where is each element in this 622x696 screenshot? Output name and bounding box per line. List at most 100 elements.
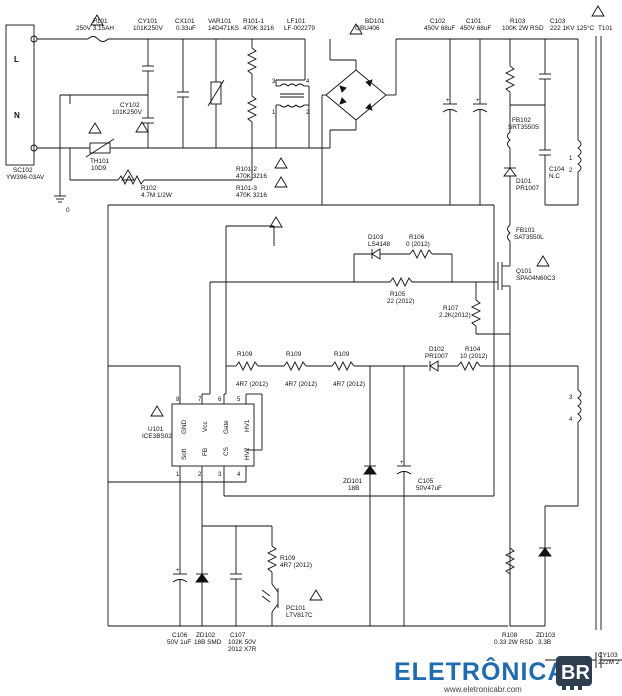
th101-warning-icon (88, 122, 102, 134)
transformer-t101: T101 1 2 3 4 (545, 25, 613, 630)
u101-pin-soft: Soft (181, 448, 188, 460)
r101-2-warning-icon (274, 157, 288, 169)
capacitor-c106: + C106 50V 1uF (167, 566, 191, 646)
d103-value: LS4148 (368, 241, 390, 248)
zd102-value: 18B SMD (194, 639, 222, 646)
bead-fb101: FB101 SAT3550L (507, 205, 544, 262)
watermark-url: www.eletronicabr.com (443, 685, 522, 694)
c105-ref: C105 (418, 478, 434, 485)
r109-c-ref: R109 (334, 351, 350, 358)
r101-3-ref: R101-3 (236, 185, 257, 192)
gate-warning-icon (269, 216, 283, 228)
u101-pin-gnd: GND (181, 419, 188, 434)
connector-body (5, 24, 35, 166)
u101-pin-3: 3 (218, 472, 222, 478)
c107-ref: C107 (230, 632, 246, 639)
lf101-pin-3: 3 (272, 79, 276, 85)
r104-value: 10 (2012) (460, 353, 487, 360)
u101-ref: U101 (148, 426, 164, 433)
r108-ref: R108 (502, 632, 518, 639)
watermark-badge (556, 656, 592, 686)
zener-zd101: ZD101 18B (343, 366, 377, 626)
d103-ref: D103 (368, 234, 384, 241)
resistor-r109-d: R109 4R7 (2012) (266, 545, 312, 584)
diode-d102: D102 PR1007 (425, 346, 458, 372)
svg-text:+: + (176, 568, 180, 574)
c106-value: 50V 1uF (167, 639, 191, 646)
r108-value: 0.33 2W RSD (494, 639, 533, 646)
sc102-value: YW396-03AV (6, 174, 45, 181)
bridge-bd101: BD101 GBU406 (321, 18, 397, 205)
connector-label-n: N (14, 111, 20, 120)
dc-bus (107, 38, 578, 627)
cy103-value: 222M 2 (598, 659, 620, 666)
c102-ref: C102 (430, 18, 446, 25)
t101-ref: T101 (598, 25, 613, 32)
pc101-value: LTV817C (286, 612, 313, 619)
thermistor-th101: TH101 10D9 (85, 122, 115, 172)
r109-d-ref: R109 (280, 555, 296, 562)
capacitor-c105: + C105 50V47uF (396, 366, 442, 626)
cy102-ref: CY102 (120, 102, 140, 109)
r107-value: 2.2K(2012) (439, 312, 471, 319)
u101-pin-hv1: HV1 (244, 419, 251, 432)
r106-value: 0 (2012) (406, 241, 430, 248)
r101-3-warning-icon (274, 176, 288, 188)
t101-pin-3: 3 (569, 395, 573, 401)
c106-ref: C106 (172, 632, 188, 639)
th101-ref: TH101 (90, 158, 110, 165)
connector-sc102: L N SC102 YW396-03AV (5, 24, 45, 181)
c103-warning-icon (591, 5, 605, 17)
bd101-warning-icon (349, 23, 363, 35)
cx101-value: 0.33uF (176, 25, 196, 32)
ic-u101: U101 ICE3BS02 8 7 6 5 1 2 3 4 GND Vcc Ga… (108, 205, 495, 566)
resistor-r108: R108 0.33 2W RSD (494, 547, 533, 646)
r109-b-value: 4R7 (2012) (285, 381, 317, 388)
u101-pin-2: 2 (198, 472, 202, 478)
sc102-ref: SC102 (13, 167, 33, 174)
neutral-rail (37, 94, 356, 196)
d102-ref: D102 (429, 346, 445, 353)
capacitor-cy102: CY102 101K250V (112, 102, 154, 148)
zd103-ref: ZD103 (536, 632, 556, 639)
c107-dielectric: 2012 X7R (228, 646, 257, 653)
u101-pin-7: 7 (198, 397, 202, 403)
lf101-value: LF-002279 (284, 25, 315, 32)
r105-value: 22 (2012) (387, 298, 414, 305)
u101-pin-5: 5 (237, 397, 241, 403)
d101-value: PR1007 (516, 185, 540, 192)
r104-ref: R104 (465, 346, 481, 353)
u101-pin-4: 4 (237, 472, 241, 478)
choke-lf101: LF101 LF-002279 3 4 1 2 (272, 18, 315, 148)
c101-value: 450V 68uF (460, 25, 491, 32)
f101-value: 250V 3.15AH (76, 25, 114, 32)
u101-pin-6: 6 (218, 397, 222, 403)
lf101-ref: LF101 (287, 18, 306, 25)
c104-ref: C104 (549, 166, 565, 173)
q101-value: SPA04N60C3 (516, 275, 556, 282)
lf101-pin-2: 2 (306, 110, 310, 116)
cy102-value: 101K250V (112, 109, 143, 116)
lf101-pin-4: 4 (306, 79, 310, 85)
ground-label: 0 (66, 207, 70, 214)
cy103-ref: CY103 (598, 652, 618, 659)
t101-pin-2: 2 (569, 168, 573, 174)
d102-value: PR1007 (425, 353, 449, 360)
u101-pin-8: 8 (176, 397, 180, 403)
r102-value: 4.7M 1/2W (141, 192, 173, 199)
r109-c-value: 4R7 (2012) (333, 381, 365, 388)
gate-drive-network: D103 LS4148 R106 0 (2012) R105 22 (2012)… (209, 234, 510, 394)
c107-value: 102K 50V (228, 639, 257, 646)
f101-ref: F101 (93, 18, 108, 25)
lf101-pin-1: 1 (272, 110, 276, 116)
svg-text:+: + (476, 98, 480, 104)
varistor-var101: VAR101 14D471KS (207, 18, 239, 148)
cy101-ref: CY101 (138, 18, 158, 25)
u101-pin-1: 1 (176, 472, 180, 478)
bd101-ref: BD101 (365, 18, 385, 25)
pc101-ref: PC101 (286, 605, 306, 612)
resistor-chain-r101: R101-1 470K 3216 R101-2 470K 3216 R101-3… (236, 18, 288, 199)
th101-value: 10D9 (91, 165, 107, 172)
r101-1-value: 470K 3216 (243, 25, 274, 32)
zd101-value: 18B (348, 485, 359, 492)
